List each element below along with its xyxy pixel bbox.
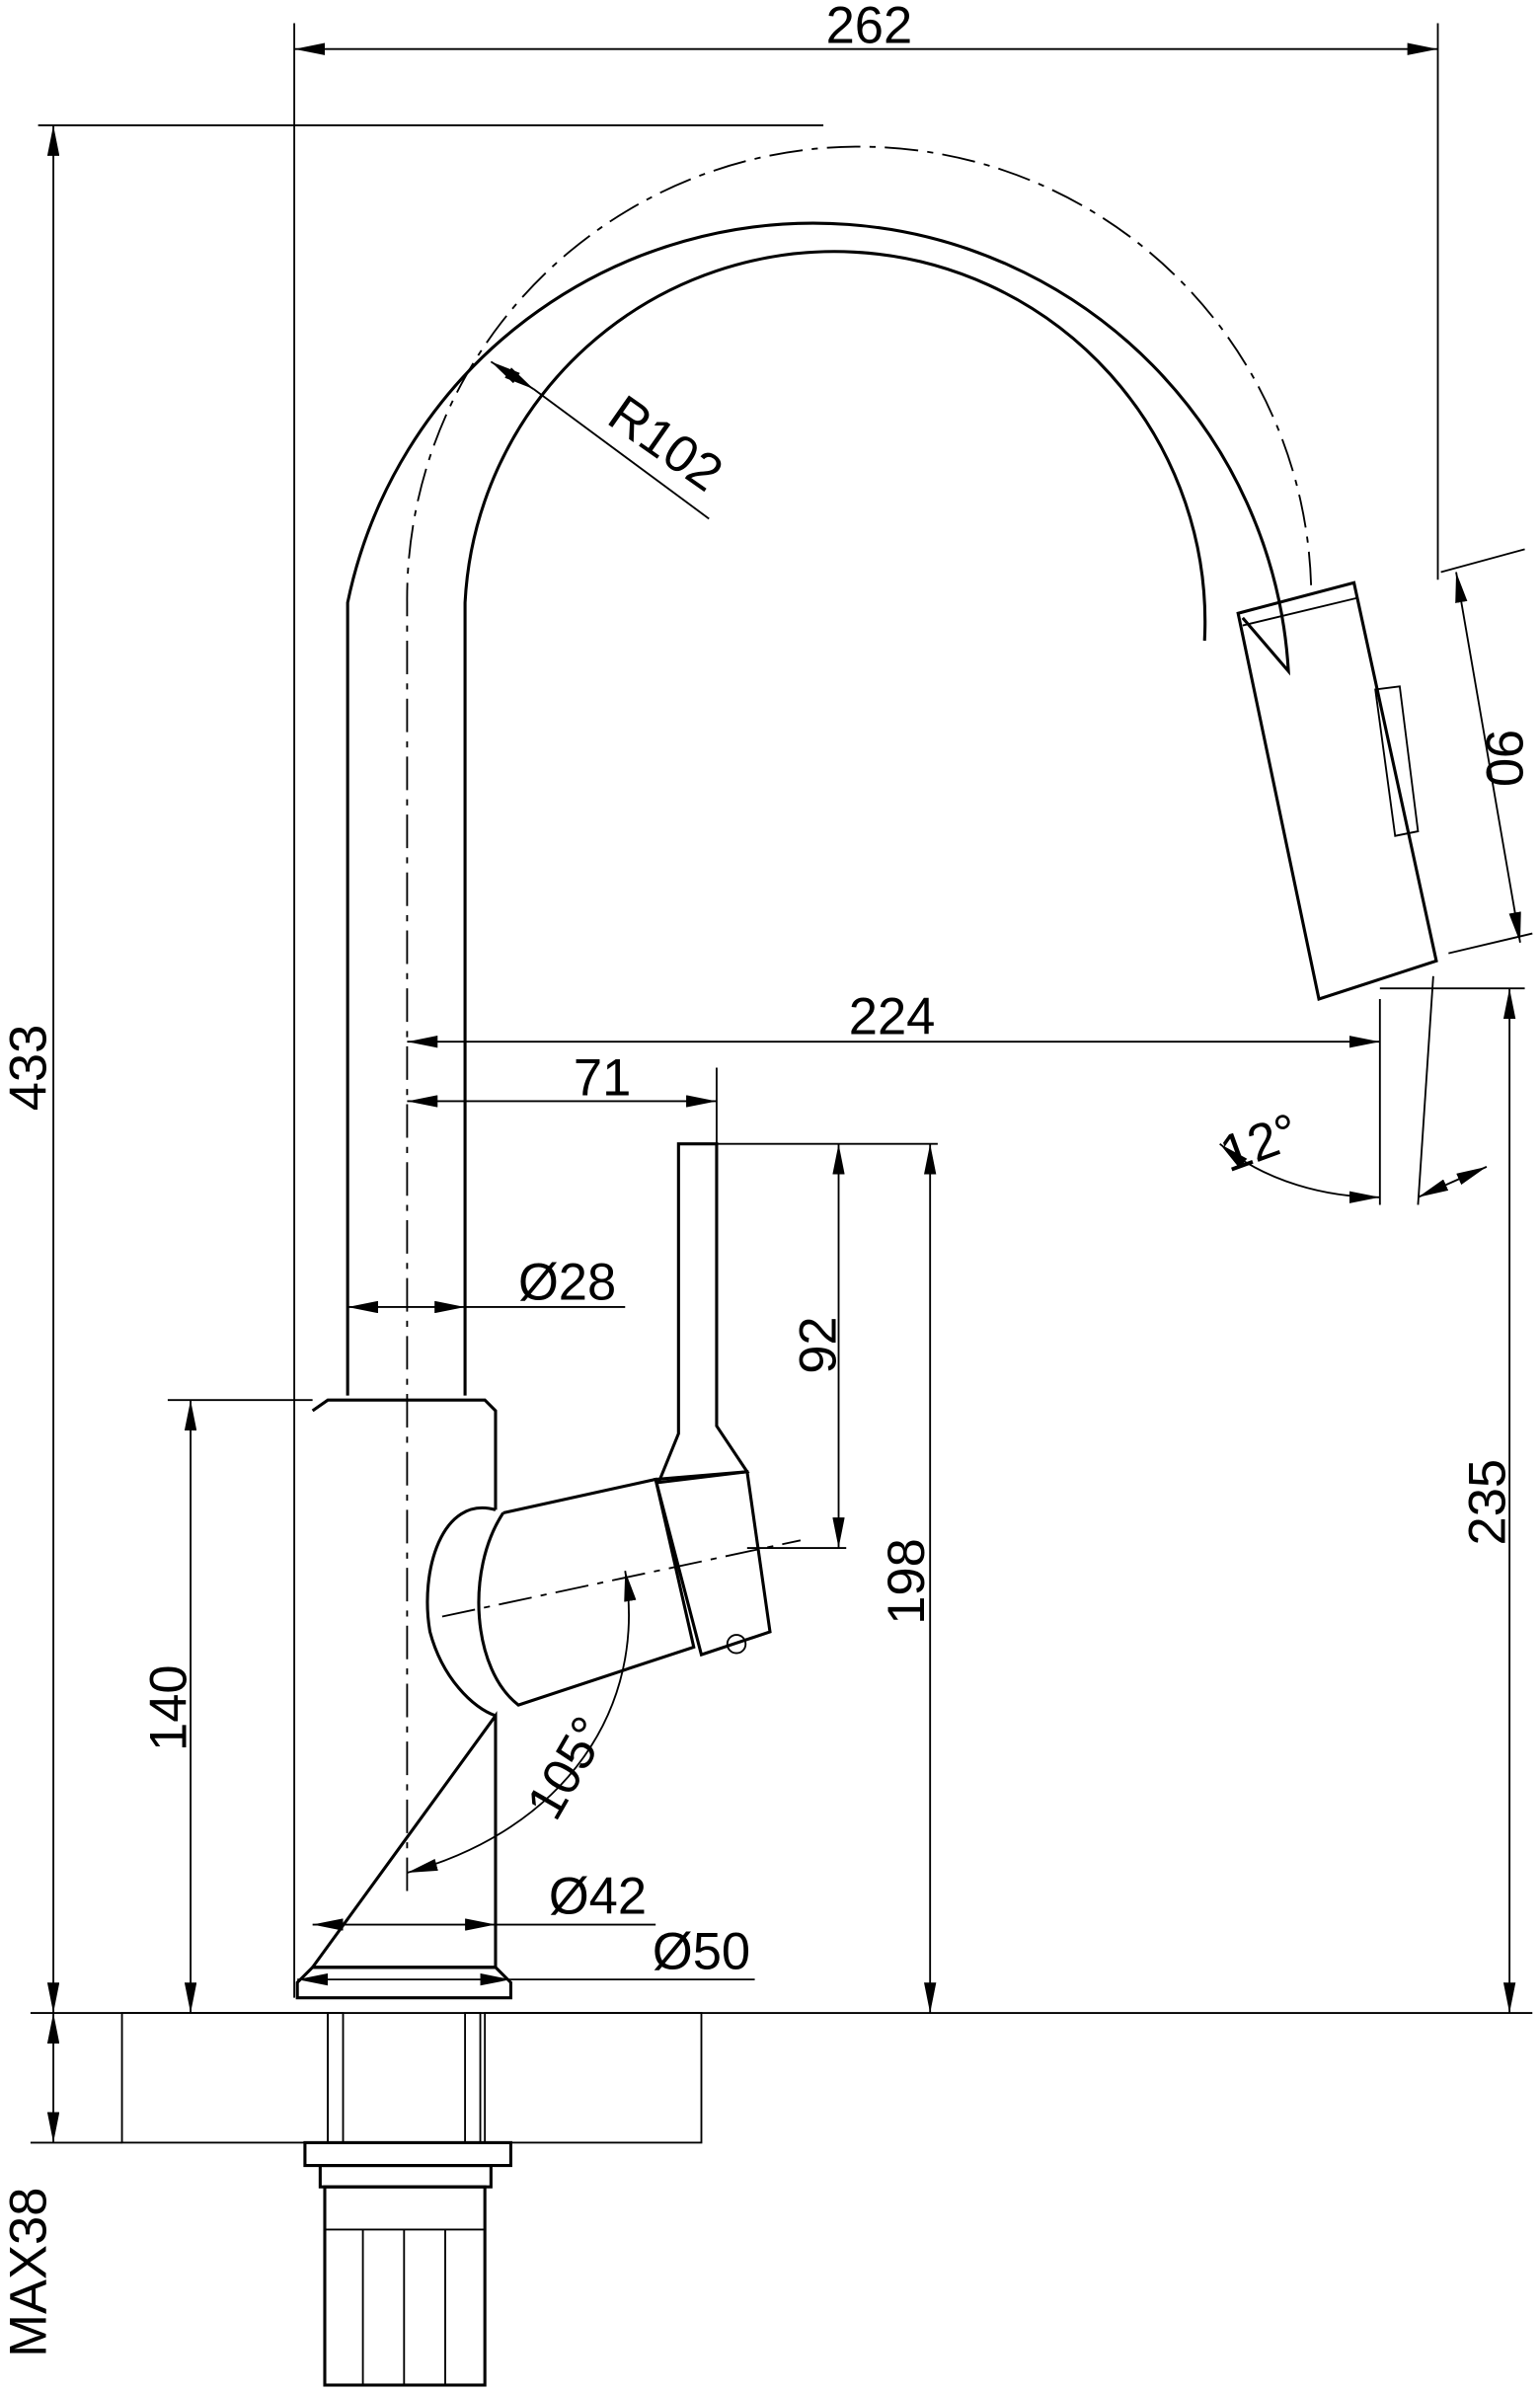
dim-262: 262 [826,0,913,55]
dim-71: 71 [574,1048,631,1107]
dim-r102: R102 [598,384,733,502]
dim-d28: Ø28 [518,1253,616,1311]
dim-90: 90 [1475,730,1533,787]
dim-140: 140 [139,1664,197,1751]
spout [346,145,1313,1891]
dim-max38: MAX38 [0,2188,57,2357]
extension-lines [30,23,1533,2144]
dim-92: 92 [789,1316,847,1373]
dim-d42: Ø42 [549,1868,647,1926]
dim-235: 235 [1458,1459,1516,1546]
countertop-section [120,2012,703,2387]
dim-198: 198 [878,1538,936,1625]
dim-224: 224 [849,988,936,1046]
dimension-lines [46,42,1521,2143]
spray-head [1236,580,1438,1001]
dim-12-deg: 12° [1213,1102,1307,1184]
dim-433: 433 [0,1025,57,1112]
dim-d50: Ø50 [653,1922,750,1980]
